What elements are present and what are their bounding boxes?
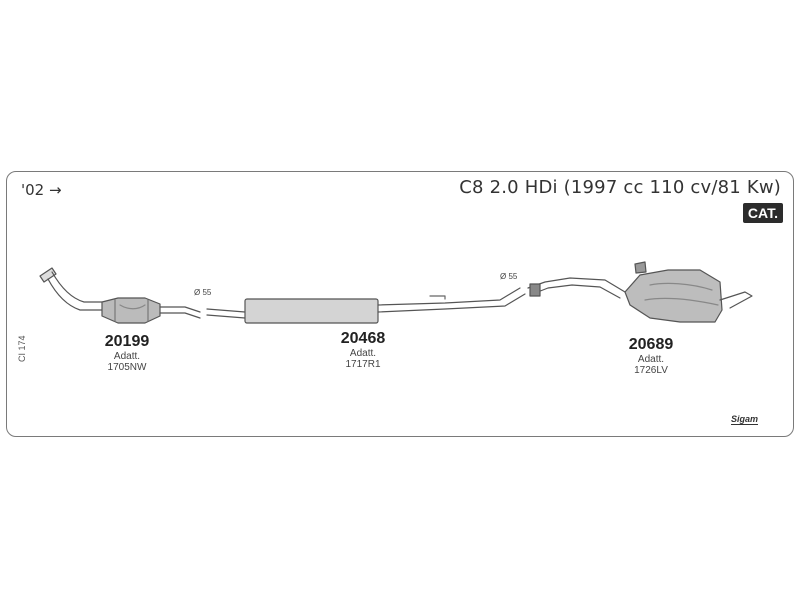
part-label: Adatt. — [637, 354, 665, 365]
part-number: 20199 — [104, 333, 150, 350]
part-ref: 1717R1 — [345, 359, 381, 370]
vehicle-title: C8 2.0 HDi (1997 cc 110 cv/81 Kw) — [459, 177, 781, 198]
rear-silencer-drawing — [527, 261, 753, 323]
part-ref: 1705NW — [107, 362, 147, 373]
part-label: Adatt. — [349, 348, 377, 359]
part-20468: 20468 Adatt. 1717R1 — [308, 330, 418, 370]
arrow-right-icon: → — [49, 181, 62, 199]
brand-logo: Sigam — [730, 414, 758, 425]
diameter-label-2: Ø 55 — [500, 272, 518, 281]
year-text: '02 — [21, 181, 45, 199]
diameter-label-1: Ø 55 — [194, 288, 212, 297]
part-20689: 20689 Adatt. 1726LV — [596, 336, 706, 376]
part-number: 20689 — [628, 336, 674, 353]
part-ref: 1726LV — [634, 365, 668, 376]
part-number: 20468 — [340, 330, 386, 347]
part-20199: 20199 Adatt. 1705NW — [72, 333, 182, 373]
middle-silencer-drawing — [206, 287, 526, 324]
catalyst-badge: CAT. — [742, 203, 783, 223]
front-pipe-drawing — [39, 267, 103, 311]
part-label: Adatt. — [113, 351, 141, 362]
catalytic-converter-drawing — [101, 297, 201, 324]
model-year: '02 → — [21, 181, 62, 199]
